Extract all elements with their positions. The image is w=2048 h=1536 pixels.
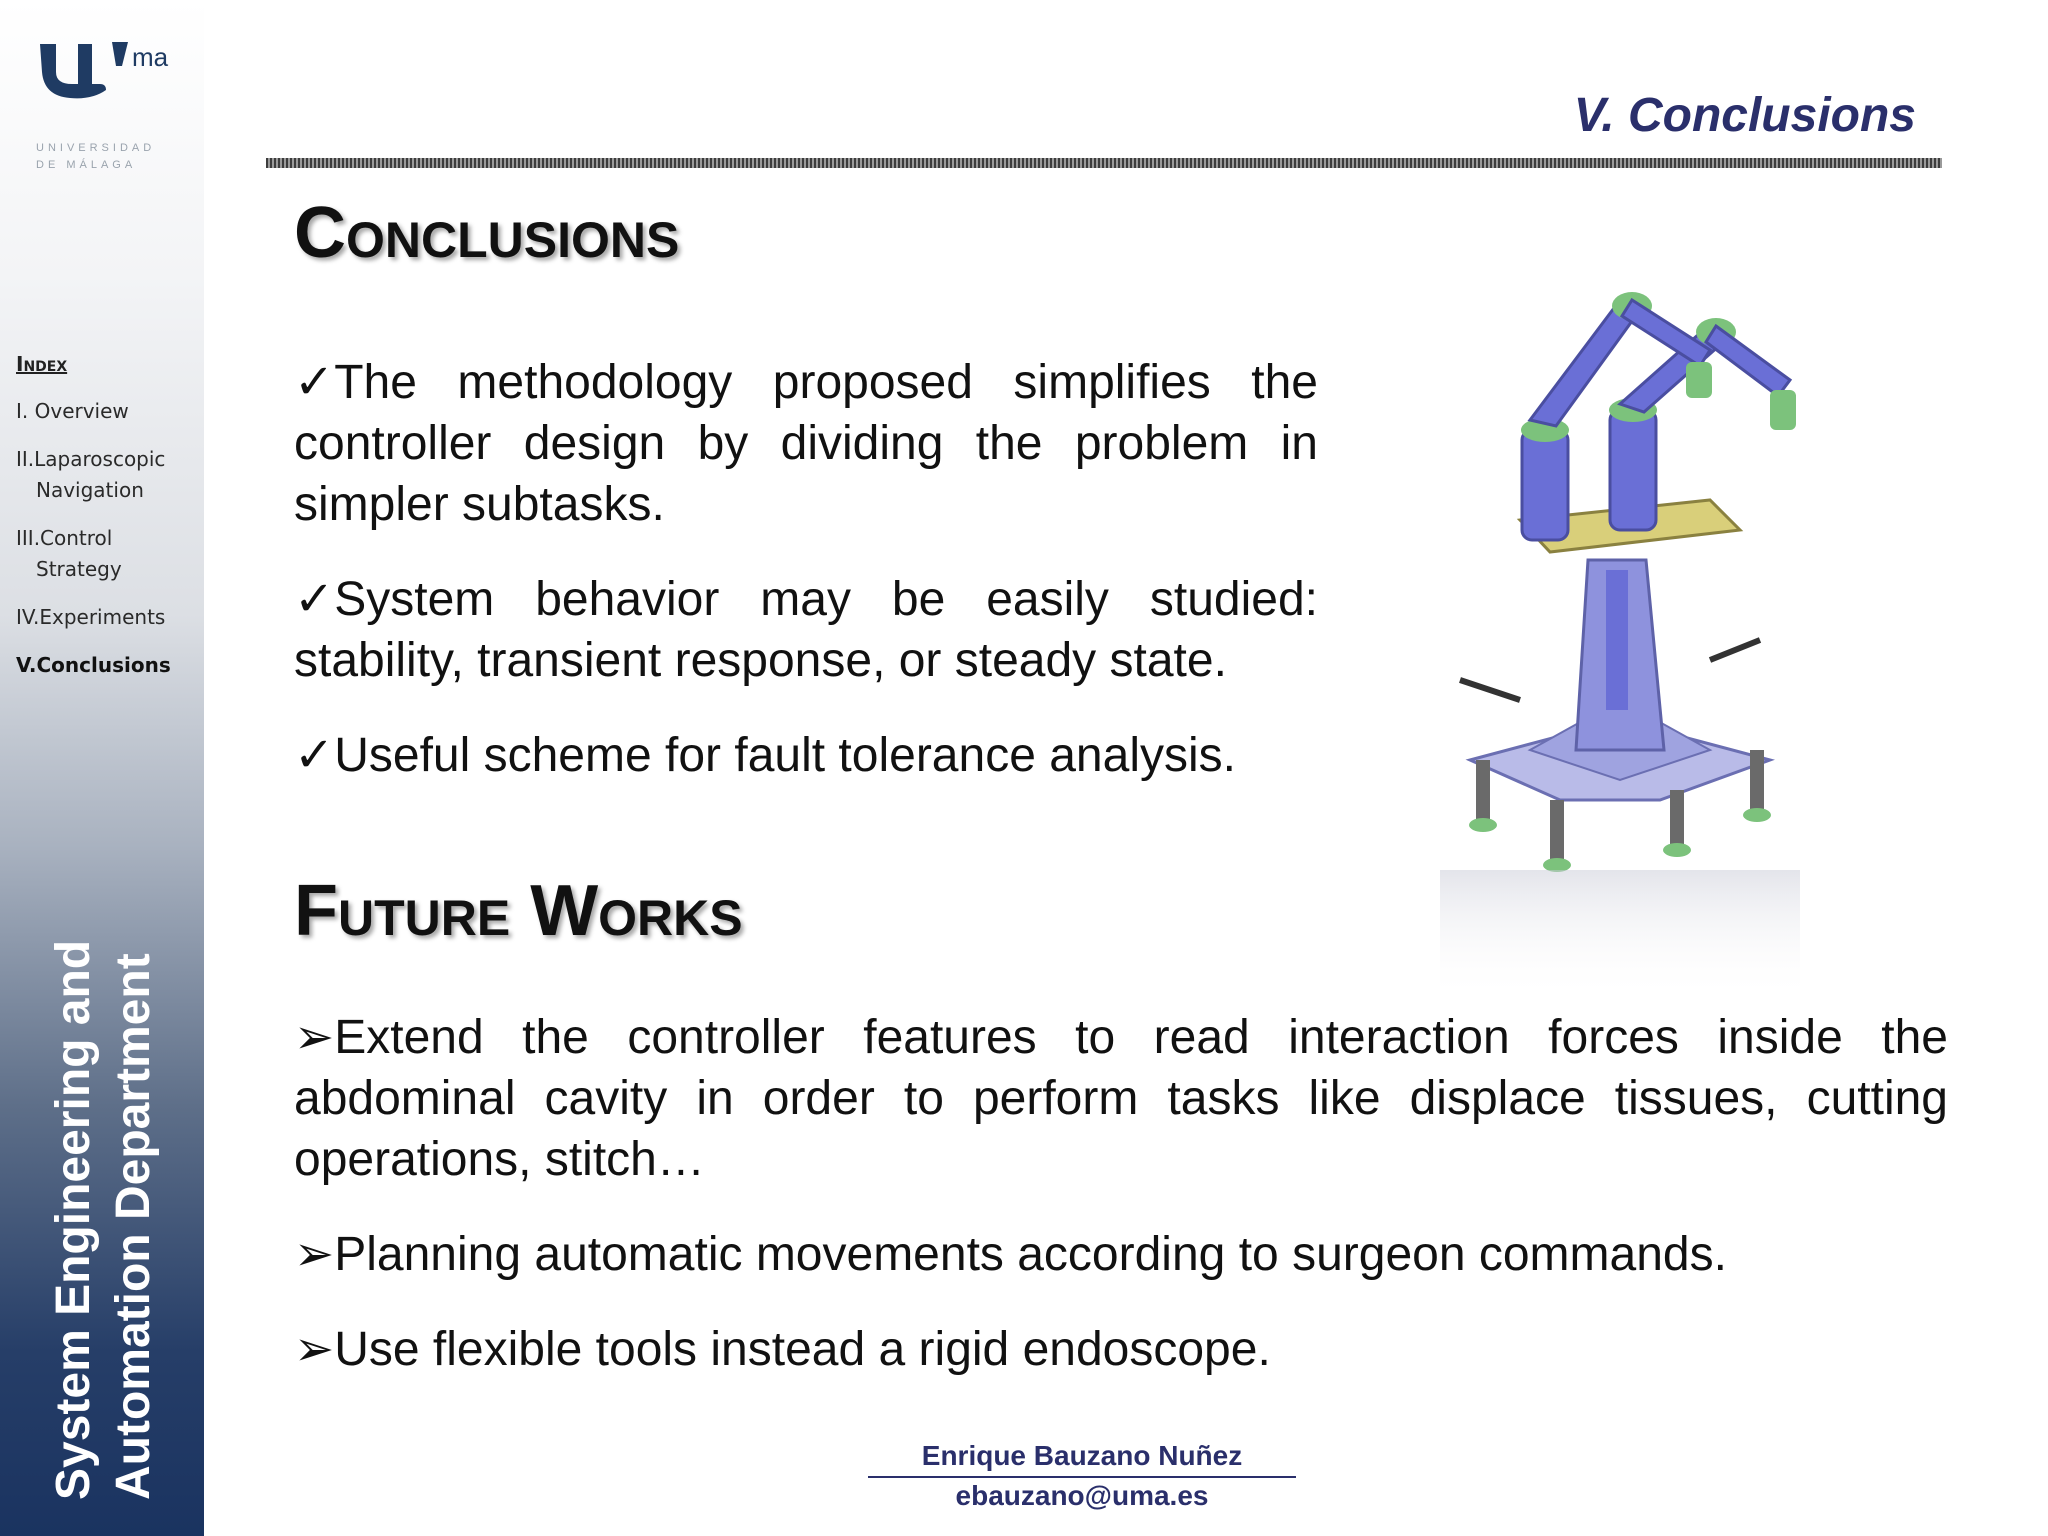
index-item-label: III.Control [16, 526, 113, 550]
author-name: Enrique Bauzano Nuñez [868, 1440, 1296, 1478]
section-title: V. Conclusions [1573, 89, 1916, 142]
conclusion-item: ✓Useful scheme for fault tolerance analy… [294, 725, 1318, 786]
index-item-experiments[interactable]: IV.Experiments [16, 602, 202, 633]
index-item-laparoscopic-navigation[interactable]: II.Laparoscopic Navigation [16, 444, 202, 506]
future-work-text: Planning automatic movements according t… [334, 1228, 1727, 1281]
index-item-label: II.Laparoscopic [16, 447, 166, 471]
check-icon: ✓ [294, 356, 335, 409]
conclusion-text: System behavior may be easily studied: s… [294, 573, 1318, 687]
arrow-bullet-icon: ➢ [294, 1323, 335, 1376]
check-icon: ✓ [294, 573, 335, 626]
department-line-2: Automation Department [107, 953, 160, 1500]
check-icon: ✓ [294, 729, 335, 782]
index-item-conclusions[interactable]: V.Conclusions [16, 650, 202, 681]
robot-arm-illustration [1440, 292, 1800, 1000]
arrow-bullet-icon: ➢ [294, 1011, 335, 1064]
index-item-label: I. Overview [16, 399, 129, 423]
title-divider [266, 158, 1942, 168]
index-item-label-cont: Navigation [36, 478, 144, 502]
index-item-label: IV.Experiments [16, 605, 166, 629]
conclusion-item: ✓The methodology proposed simplifies the… [294, 352, 1318, 535]
department-name: System Engineering and Automation Depart… [44, 940, 164, 1500]
conclusion-text: Useful scheme for fault tolerance analys… [334, 729, 1236, 782]
future-work-item: ➢Extend the controller features to read … [294, 1007, 1948, 1190]
index-item-control-strategy[interactable]: III.Control Strategy [16, 523, 202, 585]
university-logo: ma [40, 42, 169, 99]
arrow-bullet-icon: ➢ [294, 1228, 335, 1281]
author-email[interactable]: ebauzano@uma.es [955, 1480, 1209, 1511]
future-work-item: ➢Planning automatic movements according … [294, 1224, 1948, 1285]
footer: Enrique Bauzano Nuñez ebauzano@uma.es [868, 1440, 1296, 1512]
logo-subtitle-2: DE MÁLAGA [36, 159, 137, 171]
logo-subtitle-1: UNIVERSIDAD [36, 142, 156, 154]
conclusion-text: The methodology proposed simplifies the … [294, 356, 1318, 531]
index-item-overview[interactable]: I. Overview [16, 396, 202, 427]
logo-text: ma [132, 42, 169, 72]
index-nav: Index I. Overview II.Laparoscopic Naviga… [16, 352, 202, 698]
conclusions-list: ✓The methodology proposed simplifies the… [294, 352, 1318, 820]
future-work-item: ➢Use flexible tools instead a rigid endo… [294, 1319, 1948, 1380]
index-item-label-cont: Strategy [36, 557, 122, 581]
future-works-heading: Future Works [294, 871, 743, 951]
conclusion-item: ✓System behavior may be easily studied: … [294, 569, 1318, 691]
index-title: Index [16, 352, 68, 376]
future-work-text: Use flexible tools instead a rigid endos… [334, 1323, 1271, 1376]
index-item-label: V.Conclusions [16, 653, 171, 677]
future-works-list: ➢Extend the controller features to read … [294, 1007, 1948, 1414]
sidebar: ma UNIVERSIDAD DE MÁLAGA Index I. Overvi… [0, 0, 204, 1536]
future-work-text: Extend the controller features to read i… [294, 1011, 1948, 1186]
department-line-1: System Engineering and [47, 939, 100, 1500]
conclusions-heading: Conclusions [294, 193, 680, 273]
